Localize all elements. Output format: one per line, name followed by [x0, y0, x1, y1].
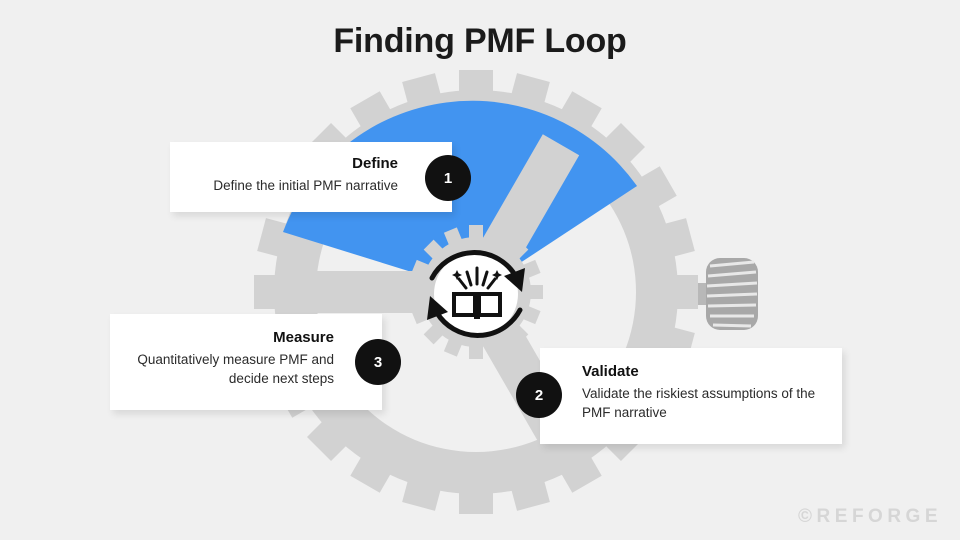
step-card-measure[interactable]: Measure Quantitatively measure PMF and d… — [110, 314, 382, 410]
step-title: Measure — [273, 329, 334, 346]
circular-loop-arrows-icon — [427, 250, 525, 338]
step-description: Validate the riskiest assumptions of the… — [582, 386, 816, 420]
step-description: Quantitatively measure PMF and decide ne… — [137, 352, 334, 386]
reforge-logo: ©REFORGE — [798, 506, 942, 527]
step-badge-1[interactable]: 1 — [425, 155, 471, 201]
step-title: Define — [352, 155, 398, 172]
step-description: Define the initial PMF narrative — [213, 178, 398, 193]
page-title: Finding PMF Loop — [333, 22, 627, 60]
step-badge-3[interactable]: 3 — [355, 339, 401, 385]
step-badge-2[interactable]: 2 — [516, 372, 562, 418]
open-book-sparkle-icon — [452, 266, 502, 319]
step-title: Validate — [582, 363, 639, 380]
step-card-define[interactable]: Define Define the initial PMF narrative — [170, 142, 452, 212]
side-knob-icon — [688, 258, 758, 330]
step-card-validate[interactable]: Validate Validate the riskiest assumptio… — [540, 348, 842, 444]
